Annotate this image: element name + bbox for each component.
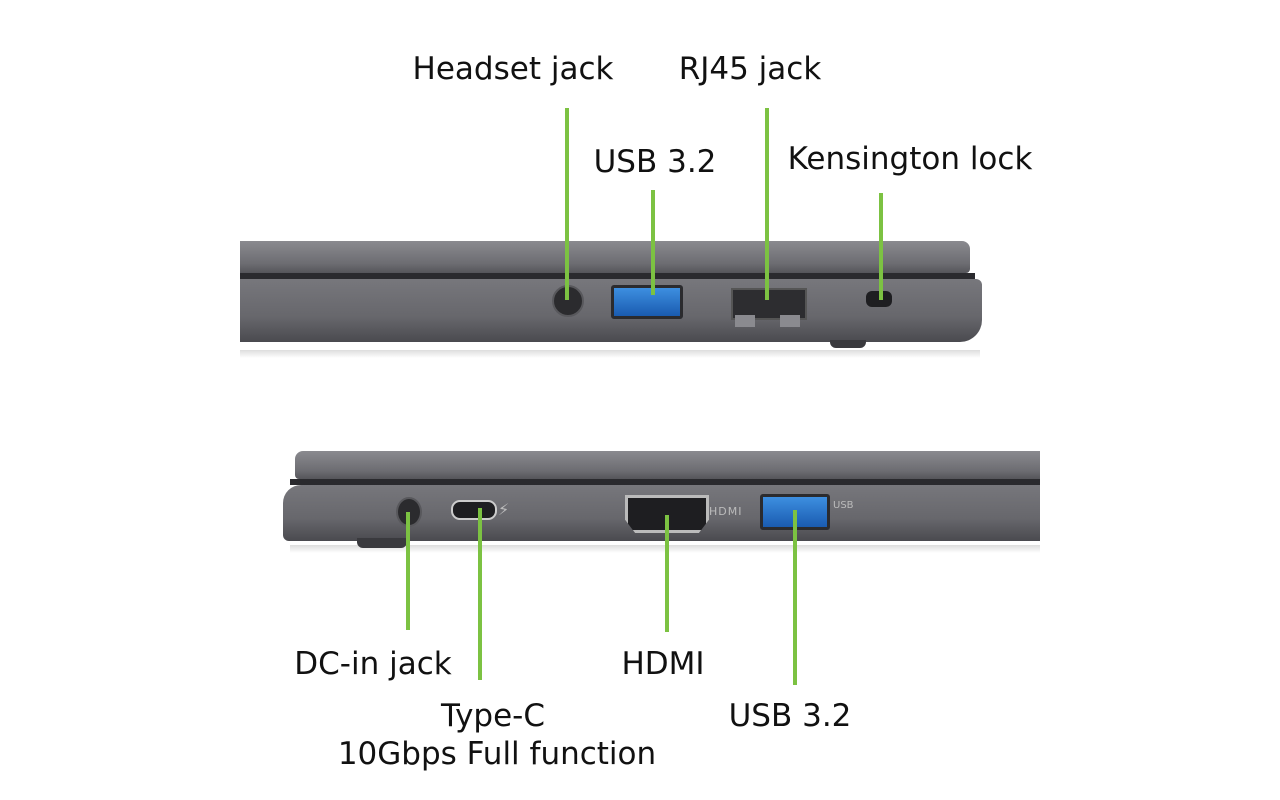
seam <box>290 479 1040 485</box>
type-c-spec-label: 10Gbps Full function <box>337 736 657 772</box>
kensington-lock-label: Kensington lock <box>787 141 1033 177</box>
dc-in-jack-label: DC-in jack <box>294 646 452 682</box>
type-c-callout-line <box>478 508 482 680</box>
rj45-callout-line <box>765 108 769 300</box>
rj45-port <box>731 288 807 320</box>
lid <box>240 241 970 273</box>
shadow <box>240 350 980 358</box>
usb-port <box>611 285 683 319</box>
foot <box>830 340 866 348</box>
rj45-jack-label: RJ45 jack <box>678 51 822 87</box>
usb-callout-line <box>651 190 655 295</box>
hdmi-marking: HDMI <box>709 505 743 518</box>
usb-label-top: USB 3.2 <box>593 144 717 180</box>
type-c-port <box>451 500 497 520</box>
hdmi-callout-line <box>665 515 669 632</box>
type-c-label: Type-C <box>440 698 546 734</box>
foot <box>357 538 407 548</box>
usb-label-bottom: USB 3.2 <box>728 698 852 734</box>
usb-marking: USB <box>833 500 854 511</box>
dc-in-callout-line <box>406 512 410 630</box>
headset-callout-line <box>565 108 569 300</box>
kensington-callout-line <box>879 193 883 300</box>
headset-jack-label: Headset jack <box>412 51 614 87</box>
thunderbolt-icon: ⚡ <box>498 500 510 519</box>
seam <box>240 273 975 279</box>
lid <box>295 451 1040 479</box>
rj45-latch-right <box>780 315 800 327</box>
usb-callout-line-bottom <box>793 510 797 685</box>
hdmi-label: HDMI <box>621 646 705 682</box>
rj45-latch-left <box>735 315 755 327</box>
